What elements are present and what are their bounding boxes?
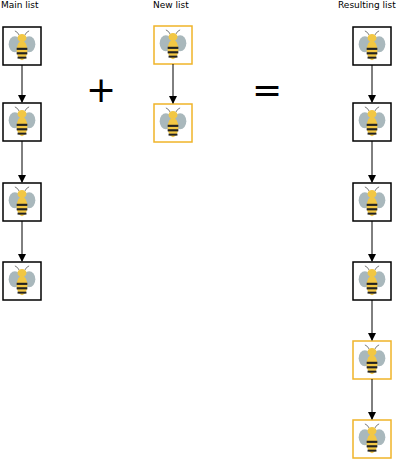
bee-box [154, 104, 192, 142]
link-arrow [22, 65, 23, 102]
bee-icon [9, 187, 36, 216]
bee-icon [359, 266, 386, 295]
bee-box [353, 183, 391, 221]
bee-box [353, 262, 391, 300]
bee-icon [359, 187, 386, 216]
bee-box [353, 27, 391, 65]
link-arrow [372, 141, 373, 182]
bee-icon [9, 266, 36, 295]
column-heading: Resulting list [338, 1, 396, 10]
bee-box [3, 262, 41, 300]
bee-icon [160, 108, 187, 137]
bee-icon [9, 31, 36, 60]
column-heading: New list [153, 1, 189, 10]
bee-icon [359, 107, 386, 136]
bee-box [353, 420, 391, 458]
bee-box [353, 103, 391, 141]
bee-icon [359, 424, 386, 453]
link-arrow [372, 379, 373, 419]
link-arrow [372, 65, 373, 102]
link-arrow [372, 221, 373, 261]
plus-sign: + [86, 72, 116, 108]
bee-box [154, 26, 192, 64]
equals-sign: = [252, 72, 282, 108]
bee-box [3, 103, 41, 141]
bee-box [353, 341, 391, 379]
bee-icon [359, 31, 386, 60]
link-arrow [372, 300, 373, 340]
column-heading: Main list [1, 1, 39, 10]
bee-box [3, 183, 41, 221]
bee-icon [359, 345, 386, 374]
bee-box [3, 27, 41, 65]
link-arrow [22, 221, 23, 261]
bee-icon [160, 30, 187, 59]
link-arrow [22, 141, 23, 182]
bee-icon [9, 107, 36, 136]
link-arrow [173, 64, 174, 103]
